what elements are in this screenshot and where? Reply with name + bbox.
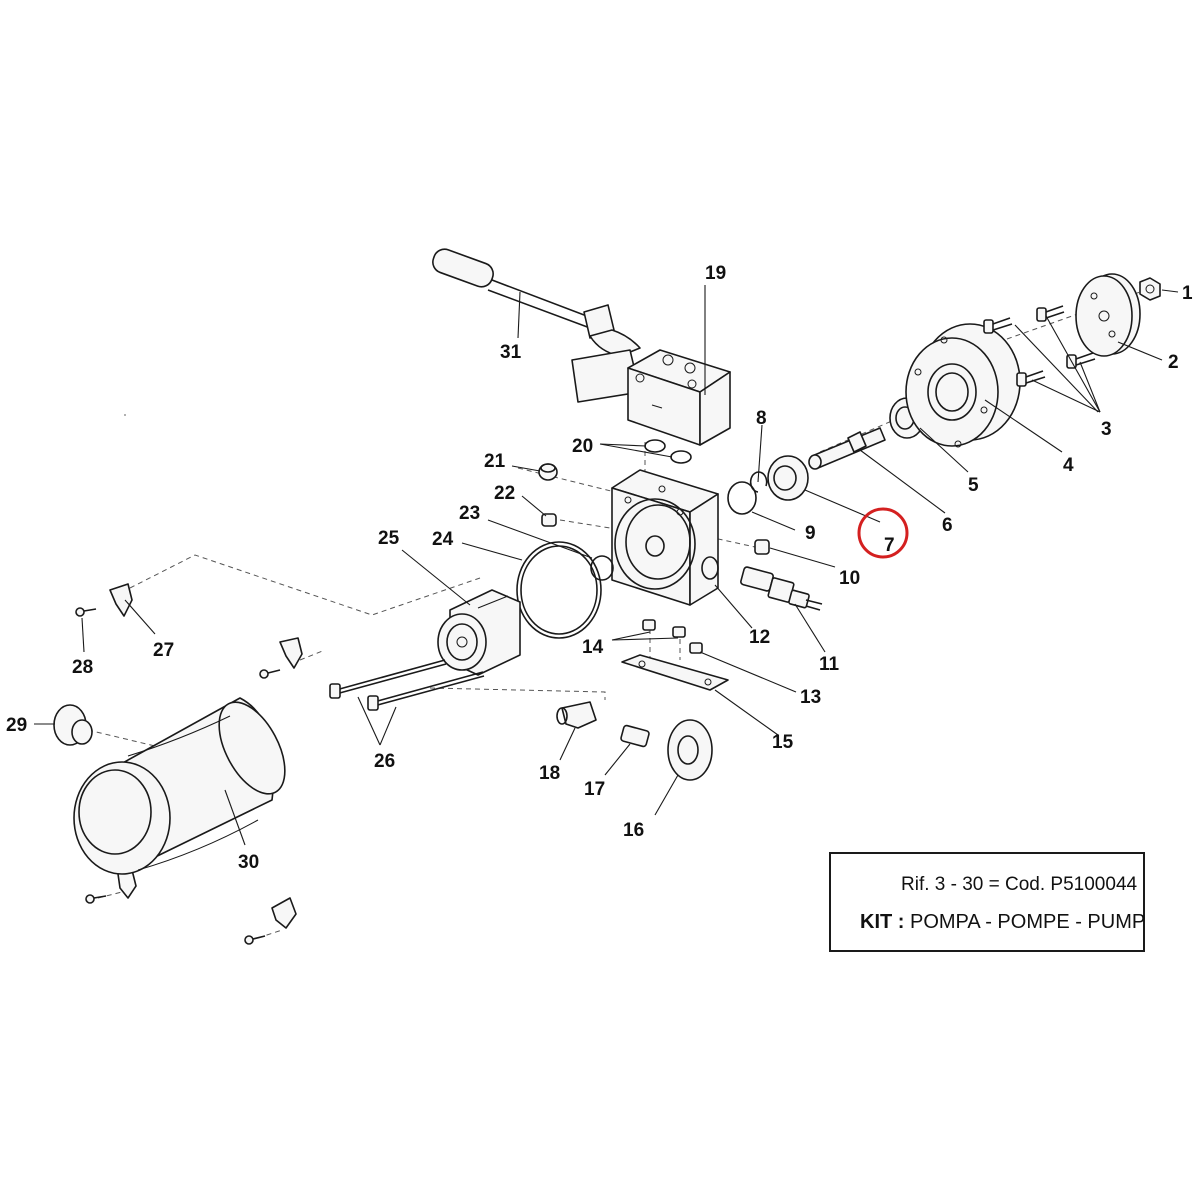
- callout-10: 10: [839, 568, 860, 589]
- orings-part-20: [644, 439, 692, 464]
- callout-29: 29: [6, 715, 27, 736]
- fitting-part-17: [620, 724, 650, 748]
- callout-28: 28: [72, 657, 93, 678]
- callout-22: 22: [494, 483, 515, 504]
- lever-part-31: [432, 248, 641, 403]
- callout-26: 26: [374, 751, 395, 772]
- kit-description: KIT : POMPA - POMPE - PUMP: [860, 911, 1145, 934]
- callout-7: 7: [884, 535, 895, 556]
- tank-part-30: [73, 697, 286, 875]
- callout-numbers: 1 2 3 4 5 6 7 8 9 10 11 12 13 14 15 16 1…: [6, 263, 1193, 873]
- callout-31: 31: [500, 342, 522, 363]
- kit-info-box: Rif. 3 - 30 = Cod. P5100044 KIT : POMPA …: [829, 852, 1145, 952]
- pump-block-part-12: [611, 469, 719, 606]
- callout-5: 5: [968, 475, 979, 496]
- valve-body-part-19: [627, 349, 731, 446]
- disc-part-16: [667, 719, 713, 781]
- bracket-part-27: [109, 583, 303, 929]
- fitting-part-11: [740, 566, 823, 611]
- bolts-part-26: [329, 659, 485, 711]
- callout-8: 8: [756, 408, 767, 429]
- nut-part-1: [1139, 277, 1161, 301]
- callout-3: 3: [1101, 419, 1112, 440]
- callout-18: 18: [539, 763, 560, 784]
- plug-part-22: [541, 513, 557, 527]
- callout-6: 6: [942, 515, 953, 536]
- callout-11: 11: [819, 654, 840, 675]
- cap-part-29: [53, 704, 93, 746]
- callout-4: 4: [1063, 455, 1074, 476]
- oring-part-23: [590, 555, 614, 581]
- callout-2: 2: [1168, 352, 1179, 373]
- callout-15: 15: [772, 732, 794, 753]
- nut-part-13: [689, 642, 703, 654]
- callout-30: 30: [238, 852, 259, 873]
- leader-lines: [34, 285, 1179, 846]
- callout-9: 9: [805, 523, 816, 544]
- nuts-part-14: [642, 619, 686, 638]
- callout-12: 12: [749, 627, 770, 648]
- callout-27: 27: [153, 640, 174, 661]
- callout-21: 21: [484, 451, 506, 472]
- callout-25: 25: [378, 528, 400, 549]
- callout-16: 16: [623, 820, 644, 841]
- callout-19: 19: [705, 263, 726, 284]
- callout-20: 20: [572, 436, 593, 457]
- callout-24: 24: [432, 529, 454, 550]
- seal-part-9: [727, 481, 757, 515]
- screw-part-28: [75, 607, 281, 945]
- plug-part-21: [538, 463, 558, 481]
- kit-text: POMPA - POMPE - PUMP: [910, 911, 1146, 933]
- elbow-part-18: [556, 701, 597, 729]
- callout-23: 23: [459, 503, 480, 524]
- kit-reference-code: Rif. 3 - 30 = Cod. P5100044: [901, 874, 1138, 895]
- speck: [124, 414, 126, 416]
- callout-17: 17: [584, 779, 605, 800]
- callout-1: 1: [1182, 283, 1193, 304]
- bearing-part-7: [767, 455, 809, 501]
- highlight-circle-callout-7: [857, 507, 909, 559]
- pulley-part-2: [1075, 273, 1141, 357]
- plug-part-10: [754, 539, 770, 555]
- shaft-part-6: [808, 427, 886, 470]
- callout-14: 14: [582, 637, 604, 658]
- flange-part-4: [905, 323, 1021, 448]
- plate-part-15: [621, 654, 729, 691]
- kit-label: KIT :: [860, 911, 905, 933]
- gear-pump-part-25: [437, 589, 521, 676]
- callout-13: 13: [800, 687, 821, 708]
